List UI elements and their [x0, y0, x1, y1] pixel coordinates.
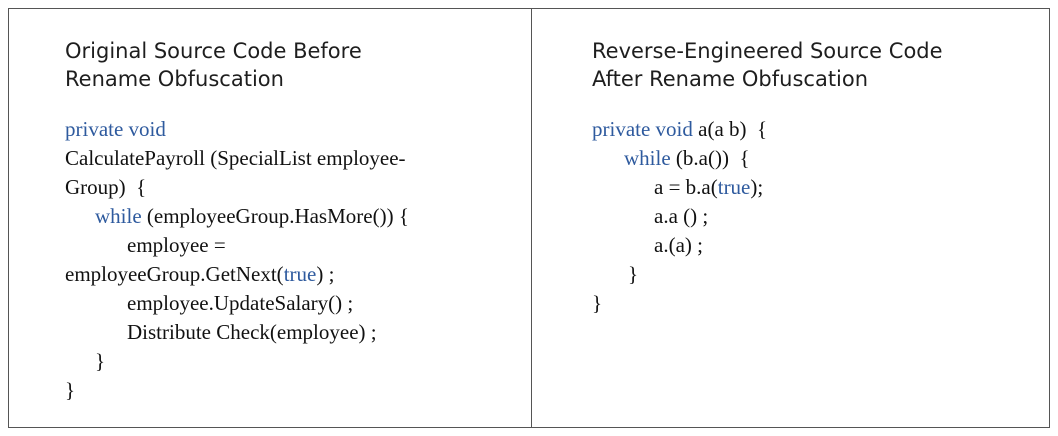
code-line: while (b.a()) {	[592, 144, 1049, 173]
code-keyword: true	[717, 175, 751, 199]
code-line: a = b.a(true);	[592, 173, 1049, 202]
code-text: Group) {	[65, 175, 147, 199]
code-line: a.(a) ;	[592, 231, 1049, 260]
code-text: ) ;	[316, 262, 335, 286]
code-text: CalculatePayroll (SpecialList employee-	[65, 146, 406, 170]
obfuscated-code-heading: Reverse-Engineered Source Code After Ren…	[592, 37, 1049, 93]
code-line: }	[65, 347, 531, 376]
code-text: a.(a) ;	[654, 233, 703, 257]
code-line: }	[65, 376, 531, 405]
code-line: private void	[65, 115, 531, 144]
code-keyword: while	[95, 204, 142, 228]
obfuscated-code-panel: Reverse-Engineered Source Code After Ren…	[532, 9, 1049, 427]
code-keyword: private void	[65, 117, 166, 141]
heading-line: After Rename Obfuscation	[592, 67, 869, 91]
code-line: employeeGroup.GetNext(true) ;	[65, 260, 531, 289]
code-text: a(a b) {	[692, 117, 768, 141]
code-text: a = b.a(	[654, 175, 718, 199]
original-code-panel: Original Source Code Before Rename Obfus…	[9, 9, 532, 427]
code-text: employeeGroup.GetNext(	[65, 262, 284, 286]
code-line: while (employeeGroup.HasMore()) {	[65, 202, 531, 231]
original-code-heading: Original Source Code Before Rename Obfus…	[65, 37, 531, 93]
code-line: }	[592, 260, 1049, 289]
code-line: Group) {	[65, 173, 531, 202]
heading-line: Rename Obfuscation	[65, 67, 284, 91]
code-line: }	[592, 289, 1049, 318]
comparison-table: Original Source Code Before Rename Obfus…	[8, 8, 1050, 428]
code-text: (employeeGroup.HasMore()) {	[141, 204, 409, 228]
code-keyword: while	[624, 146, 671, 170]
code-text: }	[592, 291, 603, 315]
obfuscated-code-block: private void a(a b) {while (b.a()) {a = …	[592, 115, 1049, 318]
code-text: }	[628, 262, 639, 286]
code-text: }	[65, 378, 76, 402]
code-line: employee =	[65, 231, 531, 260]
code-line: private void a(a b) {	[592, 115, 1049, 144]
code-line: CalculatePayroll (SpecialList employee-	[65, 144, 531, 173]
code-text: Distribute Check(employee) ;	[127, 320, 377, 344]
code-line: Distribute Check(employee) ;	[65, 318, 531, 347]
heading-line: Reverse-Engineered Source Code	[592, 39, 943, 63]
code-text: a.a () ;	[654, 204, 709, 228]
code-text: employee.UpdateSalary() ;	[127, 291, 354, 315]
code-text: employee =	[127, 233, 226, 257]
code-line: a.a () ;	[592, 202, 1049, 231]
code-line: employee.UpdateSalary() ;	[65, 289, 531, 318]
code-keyword: private void	[592, 117, 693, 141]
code-text: );	[750, 175, 764, 199]
code-keyword: true	[283, 262, 317, 286]
code-text: (b.a()) {	[670, 146, 750, 170]
heading-line: Original Source Code Before	[65, 39, 362, 63]
code-text: }	[95, 349, 106, 373]
